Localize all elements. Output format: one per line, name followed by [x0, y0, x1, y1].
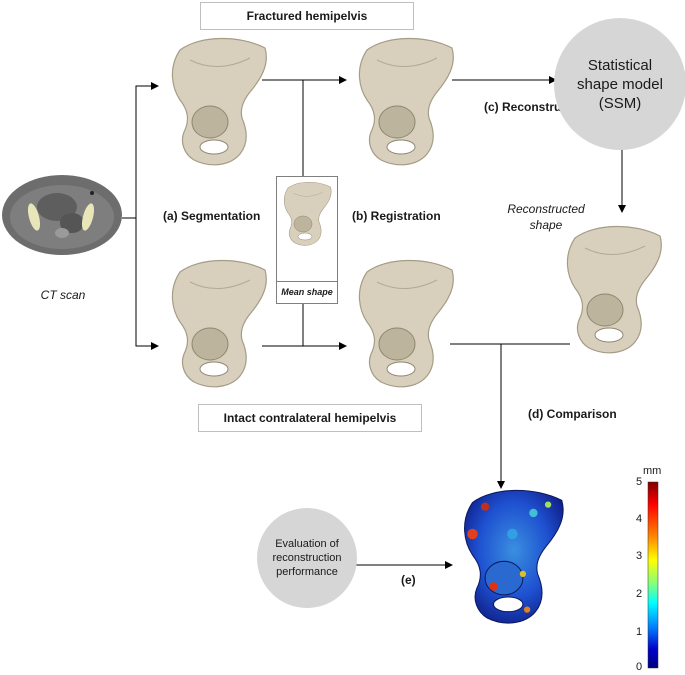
registration-arrow-top — [262, 76, 347, 176]
ssm-line2: shape model — [577, 75, 663, 93]
step-comparison: (d) Comparison — [528, 407, 617, 421]
intact-title: Intact contralateral hemipelvis — [223, 411, 397, 425]
colorbar-tick-4: 4 — [636, 513, 643, 525]
colorbar-unit: mm — [643, 465, 662, 477]
evaluation-line1: Evaluation of — [275, 538, 339, 550]
step-segmentation: (a) Segmentation — [163, 209, 261, 223]
ssm-line1: Statistical — [587, 56, 653, 74]
evaluation-circle: Evaluation of reconstruction performance — [257, 508, 357, 608]
fractured-title: Fractured hemipelvis — [246, 9, 368, 23]
mean-shape-label: Mean shape — [277, 281, 337, 302]
fractured-title-box: Fractured hemipelvis — [200, 2, 414, 30]
step-evaluation: (e) — [401, 573, 416, 587]
intact-title-box: Intact contralateral hemipelvis — [198, 404, 422, 432]
evaluation-line3: performance — [276, 566, 338, 578]
step-registration: (b) Registration — [352, 209, 441, 223]
colorbar-tick-1: 1 — [636, 626, 643, 638]
colorbar-tick-0: 0 — [636, 661, 643, 673]
ssm-circle: Statistical shape model (SSM) — [554, 18, 685, 150]
colorbar-tick-2: 2 — [636, 588, 643, 600]
registration-arrow-bottom — [262, 303, 347, 350]
reconstructed-label: Reconstructed shape — [498, 201, 594, 233]
ssm-line3: (SSM) — [598, 94, 642, 112]
evaluation-line2: reconstruction — [272, 552, 342, 564]
ct-scan-label: CT scan — [40, 288, 86, 302]
colorbar-tick-3: 3 — [636, 550, 643, 562]
mean-shape-box: Mean shape — [276, 176, 338, 304]
reconstructed-label-line1: Reconstructed — [507, 202, 585, 216]
comparison-arrow — [450, 343, 570, 489]
ct-branch-arrows — [122, 82, 159, 350]
reconstructed-label-line2: shape — [529, 218, 563, 232]
colorbar-tick-5: 5 — [636, 476, 643, 488]
